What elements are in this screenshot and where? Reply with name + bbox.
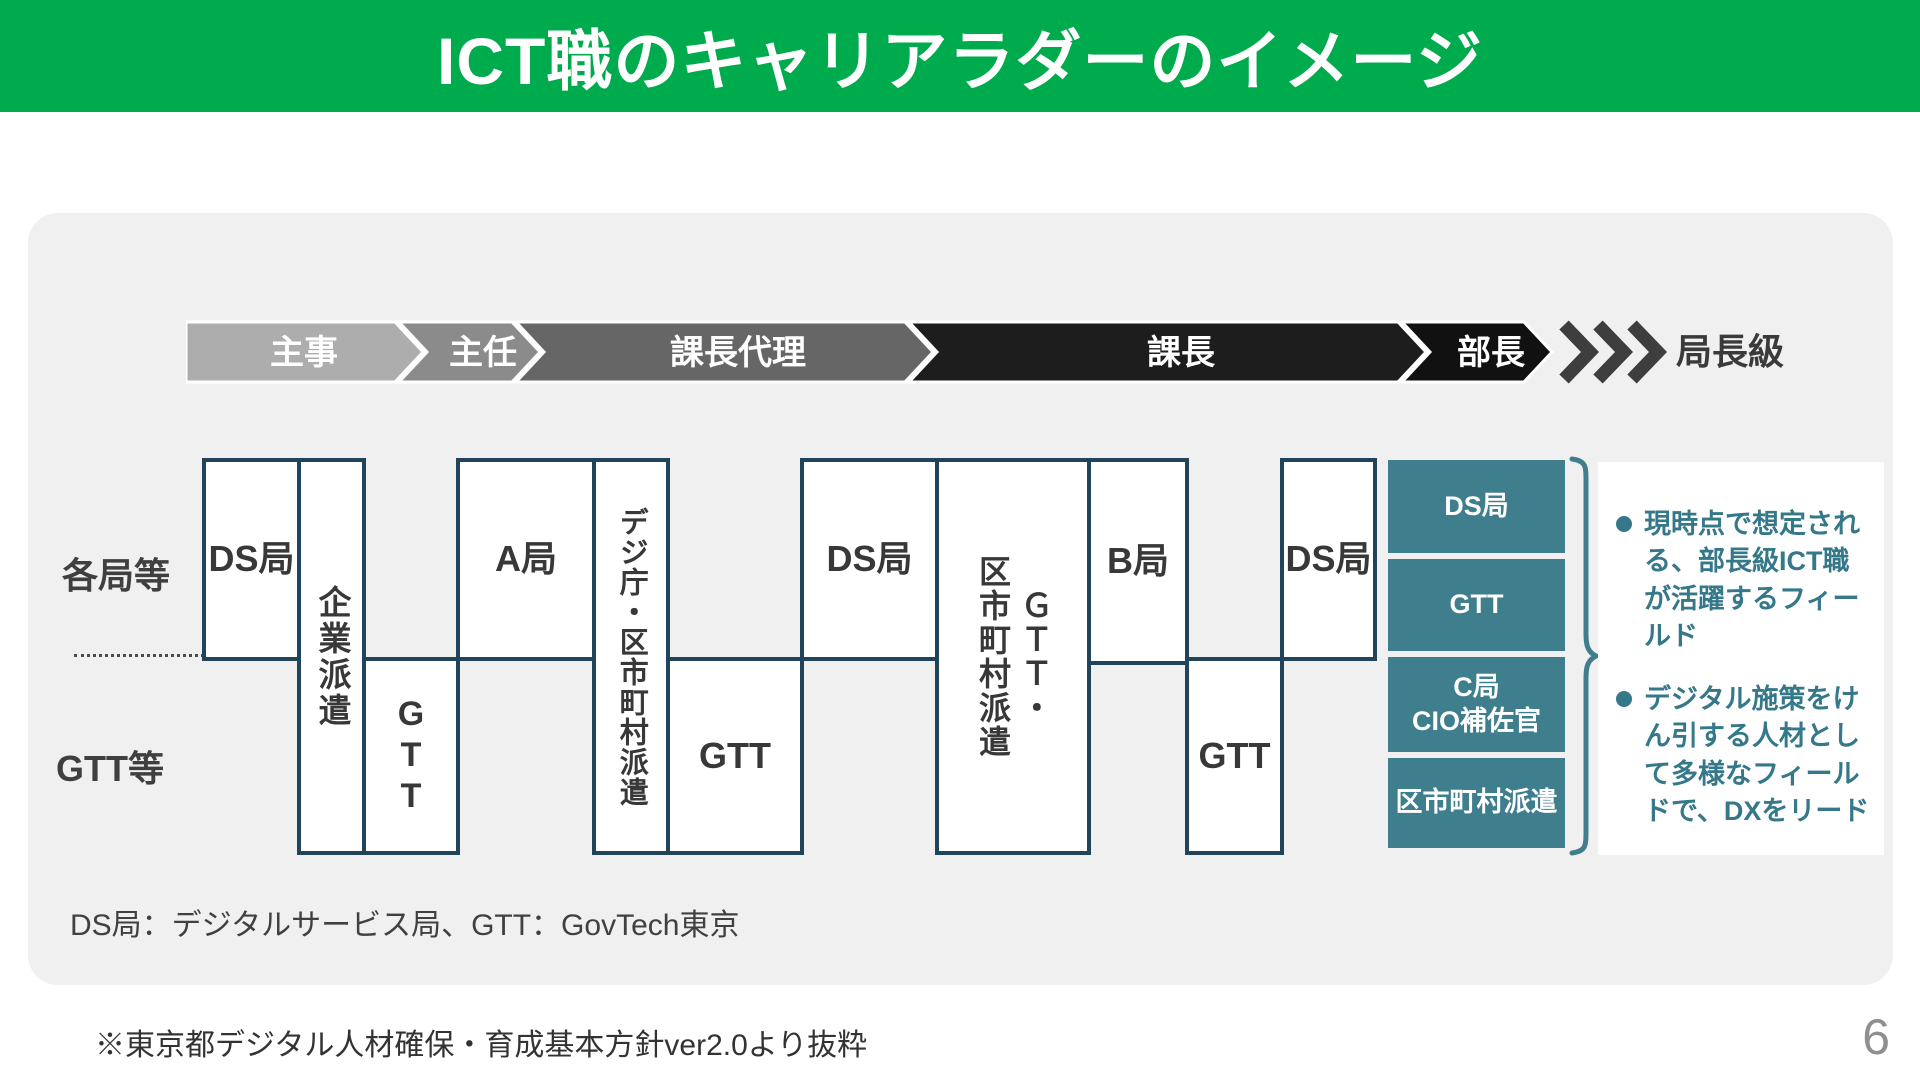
director-field-box-ckyoku-cio: C局 CIO補佐官 [1388,657,1565,752]
career-box-label: B局 [1107,540,1169,582]
stage-label: 課長代理 [670,333,806,372]
bullet-dot-icon [1616,691,1632,707]
career-box-gtt-1: GTT [362,657,460,855]
career-box-gtt-2: GTT [666,657,804,855]
career-box-kigyohaken: 企業派遣 [297,458,366,855]
career-arrow-band: 主事 主任 課長代理 課長 部長 局長級 [186,320,1784,384]
career-box-a-kyoku: A局 [456,458,596,661]
row-label-gtt: GTT等 [56,748,164,789]
brace-icon [1569,456,1599,856]
bullet-dot-icon [1616,516,1632,532]
career-box-gtt-3: GTT [1185,657,1284,855]
stage-label: 課長 [1147,333,1216,372]
career-box-label: デジ庁・区市町村派遣 [615,506,648,807]
chevron-marks-icon [1559,320,1668,384]
page-number: 6 [1862,1009,1890,1065]
stage-label: 部長 [1457,334,1526,372]
career-box-gtt-shichoson-haken: 区市町村派遣 ＧＴＴ・ [935,458,1091,855]
final-stage-label: 局長級 [1676,331,1784,372]
row-label-kakukyoku: 各局等 [62,555,171,596]
note-bullet-1: 現時点で想定される、部長級ICT職が活躍するフィールド [1616,506,1870,655]
career-box-label: GTT [1198,734,1271,776]
director-field-box-haken: 区市町村派遣 [1388,758,1565,848]
note-bullet-text: デジタル施策をけん引する人材として多様なフィールドで、DXをリード [1644,684,1870,826]
stage-arrow-kachodairi [512,320,936,384]
career-box-ds-1: DS局 [202,458,301,661]
notes-panel: 現時点で想定される、部長級ICT職が活躍するフィールド デジタル施策をけん引する… [1598,462,1884,855]
stage-arrow-shunin [395,320,543,384]
stage-label: 主任 [449,334,517,372]
legend-note: DS局：デジタルサービス局、GTT：GovTech東京 [70,909,740,942]
career-box-label: GTT [392,694,431,818]
director-field-box-gtt: GTT [1388,559,1565,651]
source-footnote: ※東京都デジタル人材確保・育成基本方針ver2.0より抜粋 [95,1029,868,1062]
header-banner: ICT職のキャリアラダーのイメージ [0,0,1920,112]
career-box-digicho-haken: デジ庁・区市町村派遣 [592,458,670,855]
career-box-label: DS局 [1285,538,1372,580]
note-bullet-text: 現時点で想定される、部長級ICT職が活躍するフィールド [1644,509,1860,651]
stage-arrow-bucho [1398,320,1555,384]
career-box-ds-2: DS局 [800,458,939,661]
career-box-label: A局 [495,538,557,580]
director-field-box-ds: DS局 [1388,460,1565,553]
stage-arrow-kacho [905,320,1429,384]
career-box-label: DS局 [208,538,295,580]
row-divider-dashed [74,654,246,657]
stage-arrow-shuji [186,320,426,384]
career-box-ds-3: DS局 [1280,458,1377,661]
career-box-b-kyoku: B局 [1087,458,1189,665]
career-box-label-col-right: ＧＴＴ・ [1016,588,1053,725]
note-bullet-2: デジタル施策をけん引する人材として多様なフィールドで、DXをリード [1616,681,1870,830]
page-title: ICT職のキャリアラダーのイメージ [437,24,1483,98]
career-box-label: GTT [699,734,771,776]
career-box-label-col-left: 区市町村派遣 [975,554,1011,759]
stage-label: 主事 [270,334,338,372]
career-box-label: DS局 [826,538,913,580]
career-box-label: 企業派遣 [313,584,351,729]
